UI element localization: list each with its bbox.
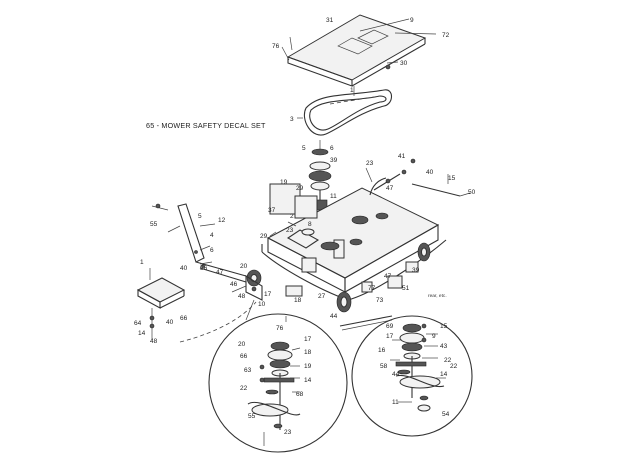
callout: 23 — [286, 227, 294, 234]
callout: 18 — [294, 297, 302, 304]
callout: 55 — [248, 413, 256, 420]
callout: 15 — [448, 175, 456, 182]
callout: 46 — [230, 281, 238, 288]
callout: 5 — [198, 213, 202, 220]
callout: 47 — [216, 269, 224, 276]
callout: 76 — [272, 43, 280, 50]
callout: 29 — [260, 233, 268, 240]
callout: 20 — [238, 341, 246, 348]
callout: 50 — [468, 189, 476, 196]
left-spindle-detail — [208, 313, 348, 453]
callout: 66 — [180, 315, 188, 322]
callout: 17 — [386, 333, 394, 340]
callout: 37 — [268, 207, 276, 214]
callout: 76 — [276, 325, 284, 332]
callout: 14 — [138, 330, 146, 337]
callout: 17 — [304, 336, 312, 343]
callout: 39 — [330, 157, 338, 164]
callout: 30 — [400, 60, 408, 67]
callout: 48 — [150, 338, 158, 345]
callout: 22 — [444, 357, 452, 364]
callout: 4 — [210, 232, 214, 239]
callout: 3 — [290, 116, 294, 123]
callout: 39 — [412, 267, 420, 274]
callout: 1 — [350, 87, 354, 94]
callout: 58 — [380, 363, 388, 370]
callouts-left-circle: 20 66 63 22 17 18 19 14 68 76 55 23 — [238, 325, 312, 436]
callout: 27 — [318, 293, 326, 300]
right-lift-rod — [339, 158, 471, 331]
callouts-upper-center: 5 6 39 29 11 37 2 8 19 23 41 40 47 15 50 — [268, 145, 476, 228]
callout: 31 — [326, 17, 334, 24]
callout: 9 — [432, 333, 436, 340]
callouts-belt: 1 3 — [290, 87, 354, 123]
callout: 23 — [284, 429, 292, 436]
callout: 47 — [384, 273, 392, 280]
callout: 9 — [410, 17, 414, 24]
callout: 19 — [280, 179, 288, 186]
right-spindle-detail — [351, 315, 473, 437]
callout: 6 — [330, 145, 334, 152]
callouts-left-plate: 1 64 66 14 48 40 — [134, 259, 188, 345]
callout: 5 — [302, 145, 306, 152]
callouts-deck-body: 29 23 73 77 51 18 27 47 39 44 — [260, 227, 420, 320]
callout: 19 — [304, 363, 312, 370]
deck-cover-part — [281, 14, 437, 87]
callouts-deck-cover: 31 9 72 30 76 — [272, 17, 450, 67]
callout: 40 — [166, 319, 174, 326]
callout: 12 — [218, 217, 226, 224]
drive-belt-part — [297, 86, 393, 136]
callout: 69 — [386, 323, 394, 330]
leader-lines — [149, 167, 449, 393]
mower-deck-body — [246, 183, 447, 313]
callout: 68 — [296, 391, 304, 398]
callout: 51 — [402, 285, 410, 292]
left-mount-plate — [136, 277, 186, 340]
callout: 10 — [258, 301, 266, 308]
callout: 16 — [378, 347, 386, 354]
callout: 11 — [392, 399, 399, 406]
callout: 44 — [392, 371, 400, 378]
callout: 29 — [296, 185, 304, 192]
callout: 56 — [200, 265, 208, 272]
callouts-left-arm: 55 5 12 4 6 40 56 47 46 48 10 17 20 — [150, 213, 272, 308]
callout: 22 — [240, 385, 248, 392]
callout: 14 — [304, 377, 312, 384]
callout: 23 — [366, 160, 374, 167]
callout: 15 — [440, 323, 448, 330]
callout: 17 — [264, 291, 272, 298]
callout: 48 — [238, 293, 246, 300]
callout: 47 — [386, 185, 394, 192]
callout: 2 — [290, 213, 294, 220]
callout: 63 — [244, 367, 252, 374]
callout: 22 — [450, 363, 458, 370]
callout: 18 — [304, 349, 312, 356]
callout: 6 — [210, 247, 214, 254]
left-lift-arm — [151, 203, 263, 343]
callout: 44 — [330, 313, 338, 320]
callout: 1 — [140, 259, 144, 266]
callout: 40 — [180, 265, 188, 272]
callout: 66 — [240, 353, 248, 360]
callouts-right-circle: 69 17 15 43 16 22 14 58 44 22 54 11 9 — [378, 323, 458, 418]
callout: 54 — [442, 411, 450, 418]
callout: 40 — [426, 169, 434, 176]
callout: 64 — [134, 320, 142, 327]
callout: 73 — [376, 297, 384, 304]
decal-set-label: 65 - MOWER SAFETY DECAL SET — [146, 121, 266, 130]
callout: 20 — [240, 263, 248, 270]
callout: 14 — [440, 371, 448, 378]
callout: 72 — [442, 32, 450, 39]
callout: 8 — [308, 221, 312, 228]
callout: 43 — [440, 343, 448, 350]
small-note: rear, etc. — [428, 293, 447, 299]
callout: 41 — [398, 153, 406, 160]
callout: 77 — [368, 285, 376, 292]
callout: 11 — [330, 193, 337, 200]
callout: 55 — [150, 221, 158, 228]
center-pulley-part — [308, 140, 332, 218]
